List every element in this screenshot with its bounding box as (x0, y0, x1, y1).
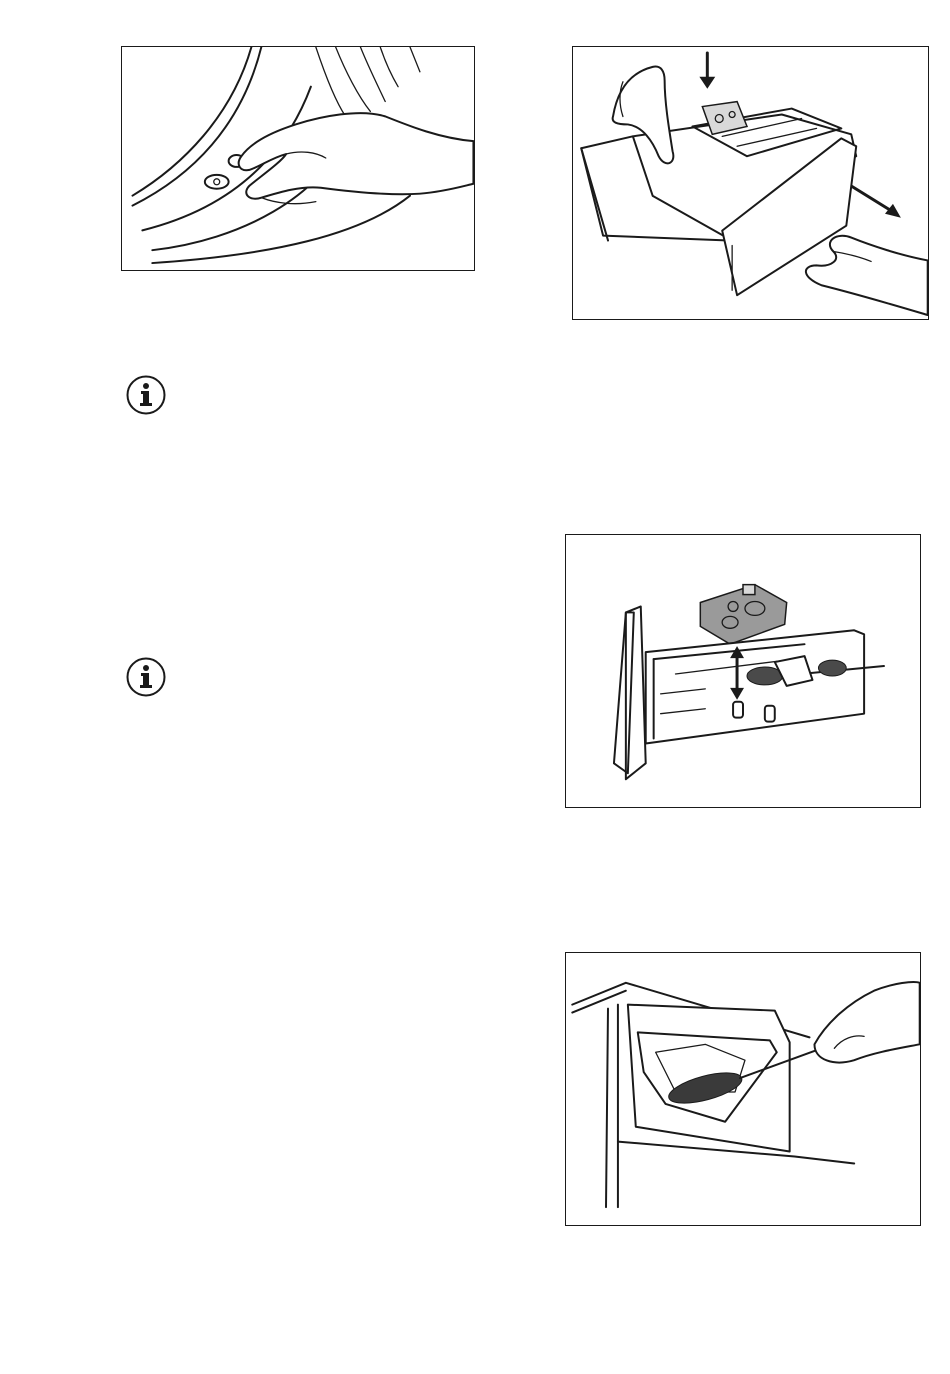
figure-dispenser-release (572, 46, 929, 320)
figure-recess-cleaning (565, 952, 921, 1226)
hand-removing-dispenser-illustration (573, 47, 928, 319)
info-icon (126, 657, 166, 697)
figure-drum-seal-clip (121, 46, 475, 271)
brush-cleaning-dispenser-illustration (566, 535, 920, 807)
hand-pressing-clip-illustration (122, 47, 474, 270)
info-icon (126, 375, 166, 415)
brush-cleaning-recess-illustration (566, 953, 920, 1225)
figure-dispenser-cleaning (565, 534, 921, 808)
